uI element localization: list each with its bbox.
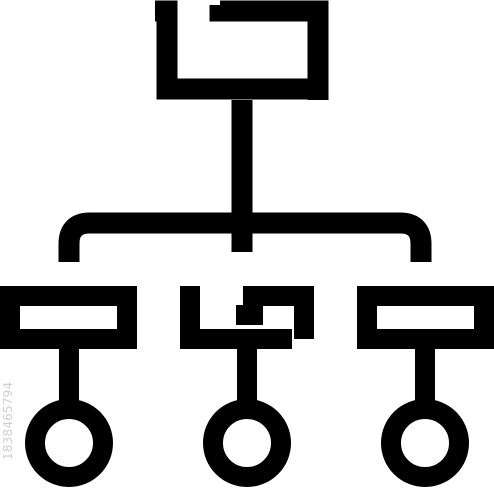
top-node-icon: [155, 0, 329, 100]
child-node-middle-right-bracket: [236, 286, 314, 339]
top-node-left-bracket: [155, 0, 310, 100]
child-node-middle: [180, 286, 314, 487]
branch-connector: [58, 212, 432, 262]
watermark-id-text: 1838465794: [1, 382, 15, 460]
child-node-right: [357, 286, 494, 487]
child-node-left-circle: [25, 399, 113, 487]
child-node-right-box: [357, 286, 494, 349]
child-node-middle-circle: [203, 399, 291, 487]
child-node-left-box: [0, 286, 137, 349]
child-node-right-circle: [381, 399, 469, 487]
top-node-right-bracket: [209, 0, 329, 100]
child-node-left: [0, 286, 137, 487]
